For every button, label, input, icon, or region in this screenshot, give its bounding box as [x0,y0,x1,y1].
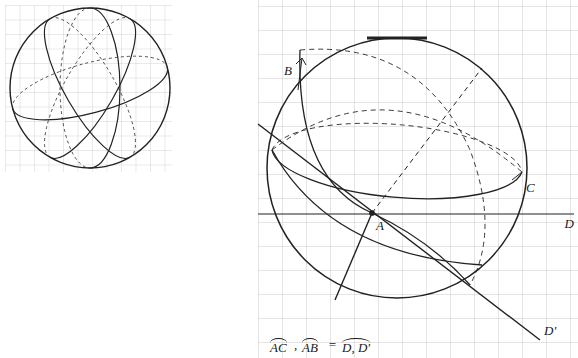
axis-label: D [565,217,574,230]
large-sphere [258,38,574,340]
grid-paper [258,0,578,358]
point-label: B [284,64,292,77]
formula-term: AC [270,338,287,354]
point-label: C [526,181,535,194]
formula-term: D, D' [342,338,370,354]
formula-sign: = [328,338,337,351]
formula-sign: , [294,338,297,351]
formula-term: AB [302,338,318,354]
small-sphere [10,8,170,168]
line-label: D' [544,324,556,337]
grid-paper [5,5,172,172]
point-label: A [376,219,384,232]
